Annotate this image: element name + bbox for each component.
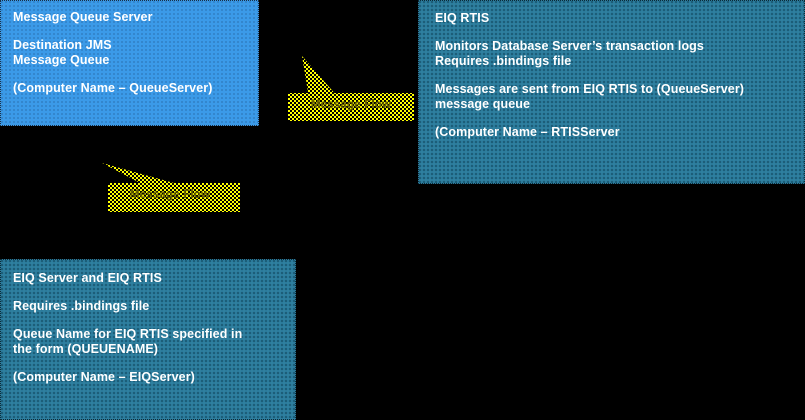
box3-paragraph-computer-name: (Computer Name – EIQServer) xyxy=(13,370,195,384)
box1-paragraph-destination: Destination JMS Message Queue xyxy=(13,38,112,67)
box2-paragraph-messages: Messages are sent from EIQ RTIS to (Queu… xyxy=(435,82,745,111)
callout-message-flow-upper[interactable]: Message Flow xyxy=(288,56,414,121)
box1-paragraph-computer-name: (Computer Name – QueueServer) xyxy=(13,81,213,95)
box2-paragraph-monitors: Monitors Database Server’s transaction l… xyxy=(435,39,704,68)
box1-paragraph-title: Message Queue Server xyxy=(13,10,153,24)
box3-paragraph-queue-name: Queue Name for EIQ RTIS specified in the… xyxy=(13,327,243,356)
box3-paragraph-title: EIQ Server and EIQ RTIS xyxy=(13,271,162,285)
box2-paragraph-title: EIQ RTIS xyxy=(435,11,490,25)
message-flow-arrow-shape-2 xyxy=(102,163,240,212)
box-message-queue-server[interactable]: Message Queue Server Destination JMS Mes… xyxy=(0,0,259,126)
box-eiq-rtis[interactable]: EIQ RTIS Monitors Database Server’s tran… xyxy=(418,0,805,184)
callout-message-flow-lower[interactable]: Message Flow xyxy=(100,163,240,212)
box3-paragraph-requires: Requires .bindings file xyxy=(13,299,150,313)
message-flow-arrow-shape xyxy=(288,56,414,121)
box2-paragraph-computer-name: (Computer Name – RTISServer xyxy=(435,125,620,139)
box-eiq-server-and-eiq-rtis[interactable]: EIQ Server and EIQ RTIS Requires .bindin… xyxy=(0,259,296,420)
